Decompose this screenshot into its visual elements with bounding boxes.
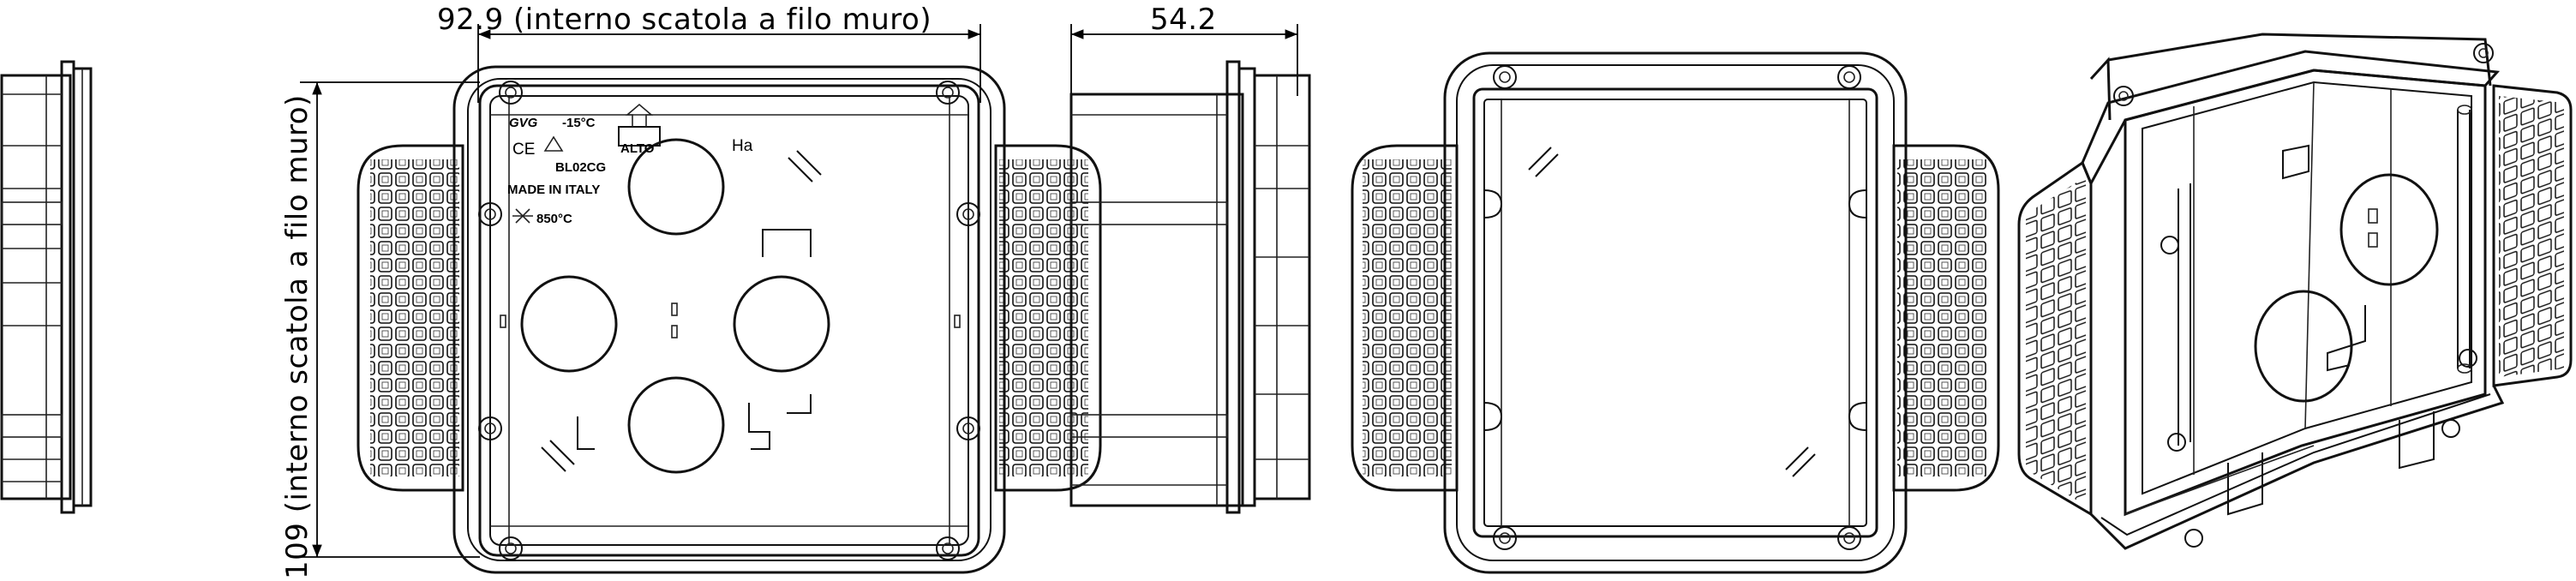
iso-knockout-top [2339, 173, 2439, 286]
height-dimension-label: 109 (interno scatola a filo muro) [280, 94, 315, 579]
temp-marking: -15°C [562, 116, 596, 130]
height-dimension: 109 (interno scatola a filo muro) [280, 81, 480, 579]
product-code: BL02CG [555, 160, 606, 175]
side-view-right [1069, 60, 1311, 514]
knockout-right [733, 275, 830, 373]
alto-marking: ALTO [620, 141, 655, 156]
glow-wire-icon [512, 208, 533, 224]
isometric-view [2017, 33, 2573, 550]
knockout-top [627, 138, 725, 236]
made-in-marking: MADE IN ITALY [507, 183, 600, 197]
ha-marking: Ha [732, 137, 753, 155]
side-view-left [0, 60, 93, 514]
iso-knockout-bottom [2254, 290, 2353, 403]
front-view: GVG -15°C ALTO CE BL02CG MADE IN ITALY 8… [356, 65, 1102, 574]
back-view [1351, 51, 2000, 574]
width-dimension: 92.9 (interno scatola a filo muro) [437, 3, 981, 103]
knockout-bottom [627, 376, 725, 474]
depth-dimension-label: 54.2 [1150, 3, 1217, 37]
ce-marking: CE [512, 141, 535, 159]
glow-wire-marking: 850°C [536, 212, 572, 226]
width-dimension-label: 92.9 (interno scatola a filo muro) [437, 3, 932, 37]
depth-dimension: 54.2 [1070, 3, 1298, 96]
knockout-left [520, 275, 618, 373]
brand-logo: GVG [509, 116, 538, 130]
